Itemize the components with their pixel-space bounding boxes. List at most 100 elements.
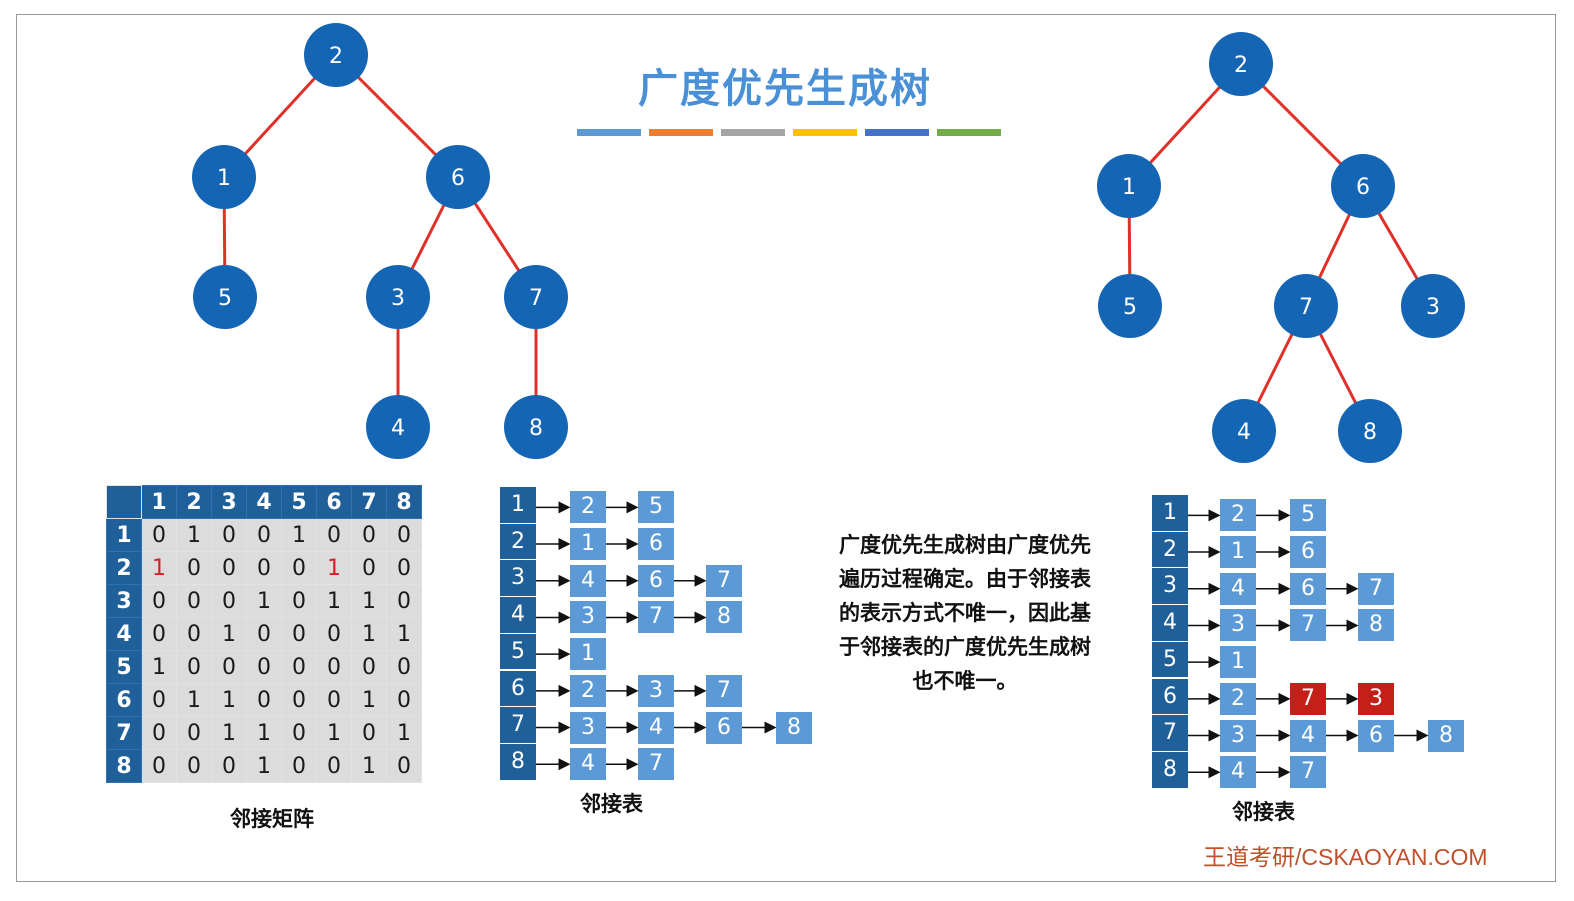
right-tree-node-label: 5	[1123, 295, 1137, 320]
matrix-column-header: 5	[281, 485, 317, 519]
left-tree-node-8: 8	[504, 395, 568, 459]
adj1-neighbor: 7	[638, 748, 674, 781]
right-tree-node-label: 1	[1122, 175, 1136, 200]
description-line: 遍历过程确定。由于邻接表	[839, 567, 1091, 591]
adj1-neighbor: 4	[638, 711, 674, 744]
right-tree-node-label: 7	[1299, 295, 1313, 320]
left-tree-node-label: 7	[529, 286, 543, 311]
right-tree-node-3: 3	[1401, 274, 1465, 338]
left-tree-node-4: 4	[366, 395, 430, 459]
adj1-neighbor: 1	[570, 528, 606, 561]
matrix-cell: 0	[176, 749, 212, 783]
adj2-neighbor: 5	[1290, 499, 1326, 532]
matrix-cell: 0	[176, 551, 212, 585]
right-tree-node-2: 2	[1209, 32, 1273, 96]
matrix-cell: 1	[176, 518, 212, 552]
matrix-cell: 0	[141, 683, 177, 717]
matrix-row-header: 7	[106, 716, 142, 750]
matrix-cell: 0	[246, 650, 282, 684]
adj1-neighbor: 2	[570, 674, 606, 707]
matrix-cell: 0	[386, 518, 422, 552]
left-tree-node-5: 5	[193, 265, 257, 329]
adj1-neighbor: 4	[570, 564, 606, 597]
right-tree-node-1: 1	[1097, 154, 1161, 218]
adj2-neighbor: 4	[1220, 756, 1256, 789]
adj1-neighbor: 7	[706, 564, 742, 597]
matrix-cell: 0	[281, 749, 317, 783]
adj2-neighbor: 6	[1358, 719, 1394, 752]
matrix-cell: 0	[246, 518, 282, 552]
adj1-vertex: 7	[500, 707, 536, 744]
left-tree-node-7: 7	[504, 265, 568, 329]
color-bar-segment	[937, 129, 1001, 136]
matrix-cell: 1	[316, 551, 352, 585]
matrix-cell: 0	[176, 617, 212, 651]
description-line: 也不唯一。	[912, 669, 1018, 693]
matrix-cell: 0	[316, 650, 352, 684]
matrix-row-header: 2	[106, 551, 142, 585]
matrix-cell: 0	[211, 551, 247, 585]
right-tree-node-label: 3	[1426, 295, 1440, 320]
adj2-vertex: 5	[1152, 641, 1188, 679]
right-tree-node-8: 8	[1338, 399, 1402, 463]
color-bar-segment	[865, 129, 929, 136]
adj2-vertex: 7	[1152, 715, 1188, 752]
description-line: 广度优先生成树由广度优先	[839, 533, 1091, 557]
left-tree-node-label: 2	[329, 44, 343, 69]
matrix-cell: 0	[141, 584, 177, 618]
adj1-vertex: 8	[500, 743, 536, 781]
adj2-neighbor: 3	[1220, 609, 1256, 642]
matrix-cell: 0	[246, 683, 282, 717]
matrix-cell: 0	[281, 617, 317, 651]
matrix-row-header: 3	[106, 584, 142, 618]
left-tree-node-label: 5	[218, 286, 232, 311]
matrix-cell: 0	[386, 584, 422, 618]
adj2-neighbor: 2	[1220, 682, 1256, 715]
matrix-column-header: 3	[211, 485, 247, 519]
adj2-neighbor: 2	[1220, 499, 1256, 532]
matrix-row-header: 4	[106, 617, 142, 651]
matrix-cell: 1	[351, 683, 387, 717]
matrix-cell: 0	[211, 518, 247, 552]
adj1-neighbor: 8	[706, 601, 742, 634]
matrix-column-header: 7	[351, 485, 387, 519]
right-tree-node-label: 2	[1234, 53, 1248, 78]
matrix-cell: 0	[351, 518, 387, 552]
adj2-vertex: 4	[1152, 605, 1188, 642]
adj2-neighbor: 1	[1220, 536, 1256, 569]
adj2-vertex: 1	[1152, 495, 1188, 532]
adj1-neighbor: 1	[570, 638, 606, 671]
matrix-column-header: 1	[141, 485, 177, 519]
adj2-neighbor: 7	[1358, 572, 1394, 605]
adj2-neighbor: 1	[1220, 646, 1256, 679]
matrix-cell: 1	[141, 551, 177, 585]
adj1-neighbor: 8	[776, 711, 812, 744]
adj1-neighbor: 6	[638, 528, 674, 561]
matrix-cell: 0	[141, 617, 177, 651]
matrix-cell: 0	[211, 584, 247, 618]
adj1-neighbor: 2	[570, 491, 606, 524]
slide-title: 广度优先生成树	[638, 66, 932, 112]
decorative-color-bar	[577, 129, 1001, 137]
matrix-corner	[106, 485, 142, 519]
adj2-neighbor: 6	[1290, 536, 1326, 569]
matrix-column-header: 2	[176, 485, 212, 519]
matrix-cell: 0	[351, 716, 387, 750]
matrix-cell: 1	[246, 584, 282, 618]
matrix-cell: 1	[386, 617, 422, 651]
matrix-cell: 1	[211, 617, 247, 651]
matrix-cell: 0	[211, 650, 247, 684]
matrix-cell: 0	[281, 683, 317, 717]
description-line: 于邻接表的广度优先生成树	[839, 635, 1091, 659]
right-tree-node-4: 4	[1212, 399, 1276, 463]
matrix-cell: 0	[246, 617, 282, 651]
adj1-neighbor: 5	[638, 491, 674, 524]
matrix-cell: 0	[211, 749, 247, 783]
matrix-cell: 0	[176, 650, 212, 684]
